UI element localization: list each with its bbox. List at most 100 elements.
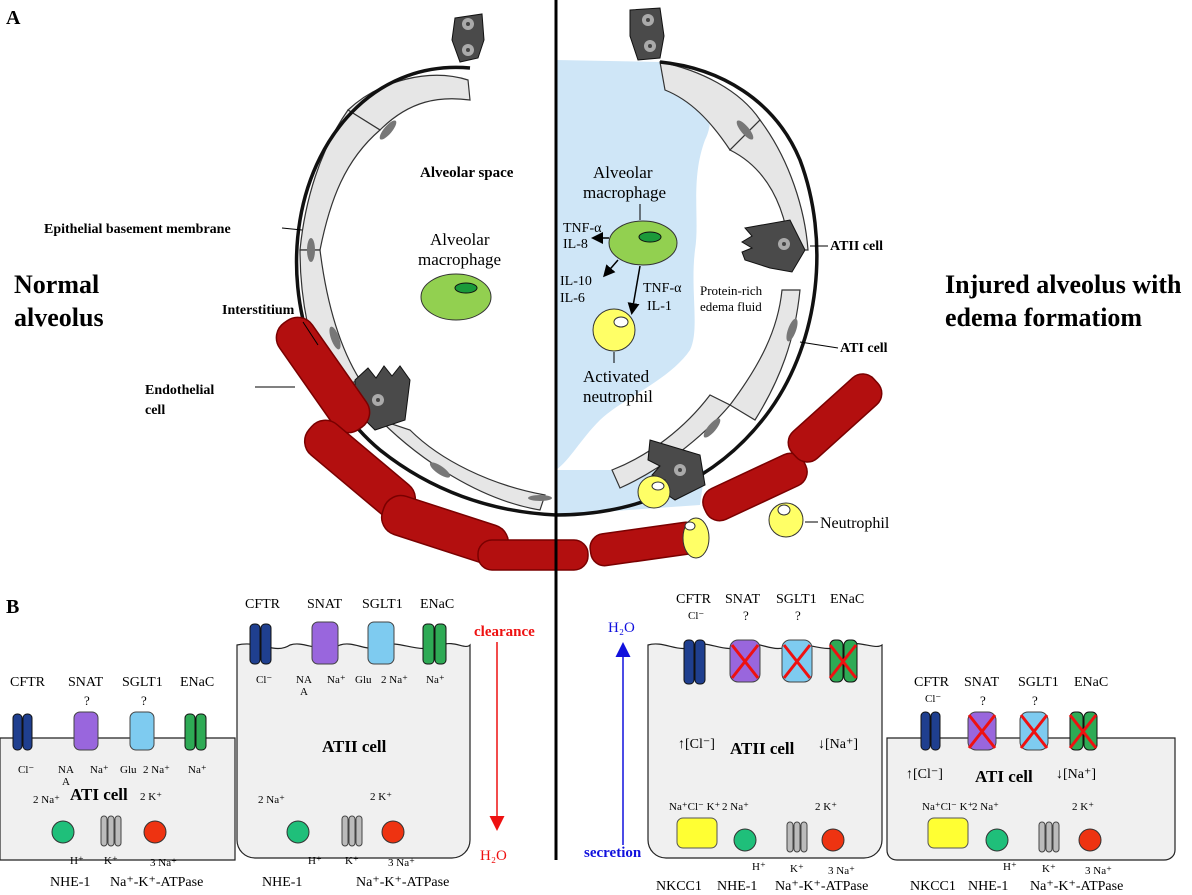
secretion-label: secretion	[584, 845, 642, 861]
normal-title-1: Normal	[14, 270, 99, 299]
ati-n-2na: 2 Na⁺	[143, 764, 170, 776]
atii-label: ATII cell	[830, 239, 883, 254]
atii-n-h: H⁺	[308, 855, 322, 867]
label-enac-3: ENaC	[830, 592, 864, 607]
endothelial-label-2: cell	[145, 403, 165, 418]
atii-i-2na: 2 Na⁺	[722, 801, 749, 813]
ati-i-atpase	[1078, 828, 1102, 852]
atii-n-3na: 3 Na⁺	[388, 857, 415, 869]
edema-fluid	[556, 60, 710, 470]
ati-n-3na: 3 Na⁺	[150, 857, 177, 869]
interstitium-label: Interstitium	[222, 303, 295, 318]
label-snat-2: SNAT	[307, 597, 342, 612]
basement-membrane-label: Epithelial basement membrane	[44, 222, 231, 237]
ati-injured-channels	[920, 711, 1098, 751]
atii-n-atpase	[381, 820, 405, 844]
label-enac-4: ENaC	[1074, 675, 1108, 690]
atii-i-up-cl: ↑[Cl⁻]	[678, 737, 715, 752]
channel-labels-ati-normal: CFTR SNAT SGLT1 ENaC ? ?	[10, 675, 214, 708]
ati-n-cl: Cl⁻	[18, 764, 34, 776]
label-enac-1: ENaC	[180, 675, 214, 690]
ati-i-nhe1	[985, 828, 1009, 852]
atii-i-atpase-label: Na⁺-K⁺-ATPase	[775, 879, 868, 894]
activated-label-1: Activated	[583, 367, 650, 386]
atii-i-nkcc-ions: Na⁺Cl⁻ K⁺	[669, 801, 721, 813]
label-snat-3: SNAT	[725, 592, 760, 607]
inj-macrophage-label-2: macrophage	[583, 183, 666, 202]
atii-n-atpase-label: Na⁺-K⁺-ATPase	[356, 875, 449, 890]
tnf-a2-label: TNF-α	[643, 281, 682, 296]
label-cftr-1: CFTR	[10, 675, 46, 690]
ati-i-nkcc1	[927, 817, 969, 849]
h2o-secretion-label: H₂O	[608, 620, 635, 636]
ati-n-nhe-2na: 2 Na⁺	[33, 794, 60, 806]
ati-cell-label-injured: ATI cell	[975, 767, 1033, 786]
clearance-label: clearance	[474, 624, 535, 640]
atii-n-glu: Glu	[355, 674, 372, 686]
ati-cells-left	[299, 74, 552, 511]
ati-normal-channels	[12, 711, 207, 751]
atii-n-nhe1	[286, 820, 310, 844]
alveolar-space-label: Alveolar space	[420, 165, 514, 181]
atii-i-2k: 2 K⁺	[815, 801, 837, 813]
ati-n-naa1: NA	[58, 764, 74, 776]
ati-i-cl: Cl⁻	[925, 693, 941, 705]
panel-b-label: B	[6, 596, 19, 618]
q-3: ?	[743, 608, 749, 623]
injured-macrophage	[608, 220, 678, 266]
neutrophils-vessel	[637, 475, 804, 559]
atii-cell-body-normal	[236, 642, 471, 859]
atii-n-na2: Na⁺	[426, 674, 445, 686]
macrophage-label-2: macrophage	[418, 250, 501, 269]
ati-n-nhe1	[51, 820, 75, 844]
atii-n-nhe-2na: 2 Na⁺	[258, 794, 285, 806]
ati-n-glu: Glu	[120, 764, 137, 776]
il10-label: IL-10	[560, 274, 592, 289]
atii-n-naa1: NA	[296, 674, 312, 686]
atii-i-down-na: ↓[Na⁺]	[818, 737, 858, 752]
label-cftr-2: CFTR	[245, 597, 281, 612]
atii-cell-label-normal: ATII cell	[322, 737, 387, 756]
atii-i-nhe1-label: NHE-1	[717, 879, 757, 894]
label-snat-1: SNAT	[68, 675, 103, 690]
ati-n-naa2: A	[62, 776, 70, 788]
ati-i-3na: 3 Na⁺	[1085, 865, 1112, 877]
label-sglt1-1: SGLT1	[122, 675, 163, 690]
atii-i-nkcc1-label: NKCC1	[656, 879, 702, 894]
ati-n-k: K⁺	[104, 855, 118, 867]
neutrophil-label: Neutrophil	[820, 515, 890, 532]
atii-normal-channels	[249, 621, 447, 665]
ati-n-na1: Na⁺	[90, 764, 109, 776]
label-sglt1-2: SGLT1	[362, 597, 403, 612]
channel-labels-ati-injured: CFTR SNAT SGLT1 ENaC ? ?	[914, 675, 1108, 708]
label-sglt1-3: SGLT1	[776, 592, 817, 607]
q-4: ?	[795, 608, 801, 623]
q-5: ?	[980, 693, 986, 708]
atii-n-naa2: A	[300, 686, 308, 698]
ati-n-na2: Na⁺	[188, 764, 207, 776]
injured-title-2: edema formatiom	[945, 303, 1142, 332]
ati-label: ATI cell	[840, 341, 888, 356]
ati-i-atpase-label: Na⁺-K⁺-ATPase	[1030, 879, 1123, 894]
label-cftr-4: CFTR	[914, 675, 950, 690]
atii-cells-top	[451, 7, 665, 63]
macrophage-label-1: Alveolar	[430, 230, 490, 249]
normal-title-2: alveolus	[14, 303, 104, 332]
ati-i-2na: 2 Na⁺	[972, 801, 999, 813]
label-snat-4: SNAT	[964, 675, 999, 690]
ati-i-nkcc-ions: Na⁺Cl⁻ K⁺	[922, 801, 974, 813]
atii-n-cl: Cl⁻	[256, 674, 272, 686]
activated-label-2: neutrophil	[583, 387, 653, 406]
ati-n-atpase-label: Na⁺-K⁺-ATPase	[110, 875, 203, 890]
endothelial-cells	[275, 316, 883, 571]
inj-macrophage-label-1: Alveolar	[593, 163, 653, 182]
q-1: ?	[84, 693, 90, 708]
panel-a-label: A	[6, 7, 21, 29]
atii-injured-channels	[683, 639, 858, 685]
atii-n-nhe1-label: NHE-1	[262, 875, 302, 890]
ati-i-nkcc1-label: NKCC1	[910, 879, 956, 894]
tnf-a-label: TNF-α	[563, 221, 602, 236]
il8-label: IL-8	[563, 237, 588, 252]
atii-i-cl: Cl⁻	[688, 610, 704, 622]
